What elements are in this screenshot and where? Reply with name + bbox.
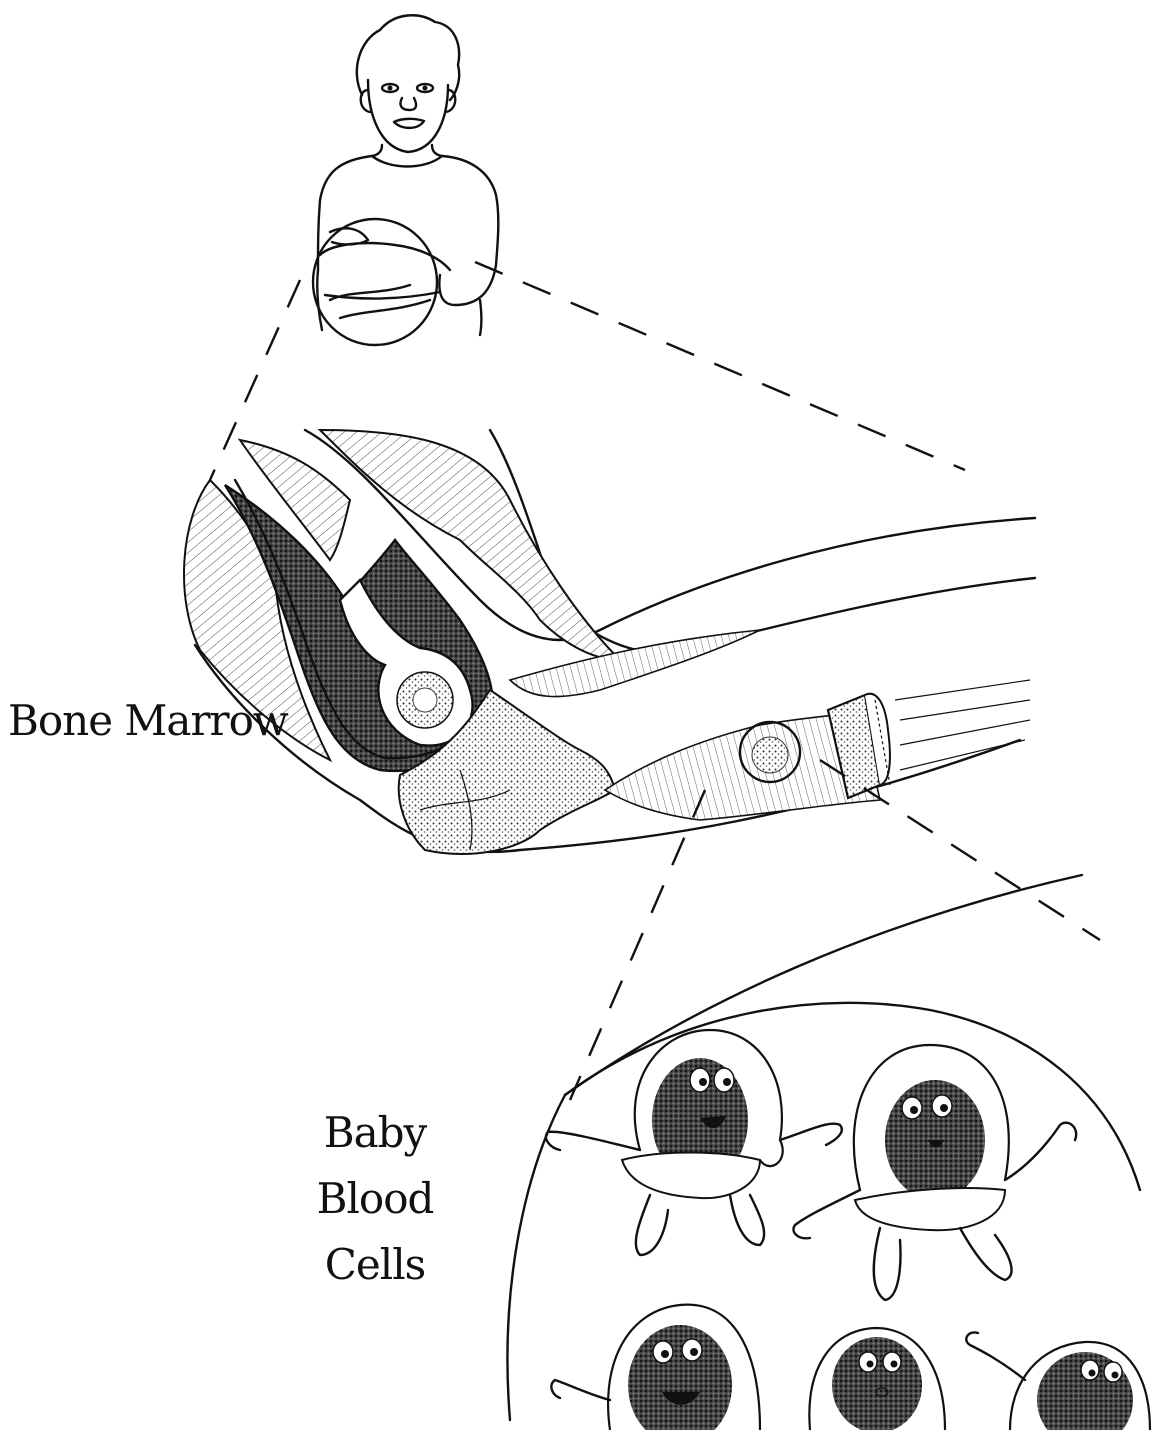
baby-cell-3 <box>551 1305 760 1430</box>
label-cells: Cells <box>300 1232 450 1298</box>
label-bone-marrow: Bone Marrow <box>8 700 288 742</box>
child-collar <box>372 156 442 167</box>
child-mouth <box>394 119 424 128</box>
elbow-cross-section <box>184 430 1035 854</box>
baby-cell-1 <box>546 1030 842 1255</box>
child-neck <box>372 145 442 156</box>
forearm-lines <box>895 680 1030 770</box>
label-baby: Baby <box>300 1100 450 1166</box>
child-nose <box>400 98 416 110</box>
child-arm-detail <box>330 285 430 318</box>
zoom-line-right <box>475 262 965 470</box>
child-shirt-hem <box>317 270 481 335</box>
cell-4-nucleus <box>832 1337 922 1430</box>
zoom-marrow-sample <box>752 737 788 773</box>
child-pupil-left <box>388 86 393 91</box>
child-shirt <box>318 156 498 305</box>
humerus-center-core <box>413 688 437 712</box>
baby-cell-4 <box>809 1328 945 1430</box>
zoom-lines-top <box>210 262 965 480</box>
zoom-lines-bottom <box>570 760 1100 1100</box>
baby-cell-2 <box>793 1045 1076 1300</box>
zoom-circle-elbow <box>313 219 437 345</box>
magnified-boundary-line <box>565 875 1082 1095</box>
child-figure <box>313 15 498 345</box>
baby-cell-5 <box>966 1332 1150 1430</box>
child-arms <box>320 228 450 298</box>
child-face <box>368 80 448 152</box>
child-hair <box>357 15 459 100</box>
label-baby-blood-cells: Baby Blood Cells <box>300 1100 450 1298</box>
label-blood: Blood <box>300 1166 450 1232</box>
child-pupil-right <box>423 86 428 91</box>
magnified-marrow <box>507 875 1150 1430</box>
